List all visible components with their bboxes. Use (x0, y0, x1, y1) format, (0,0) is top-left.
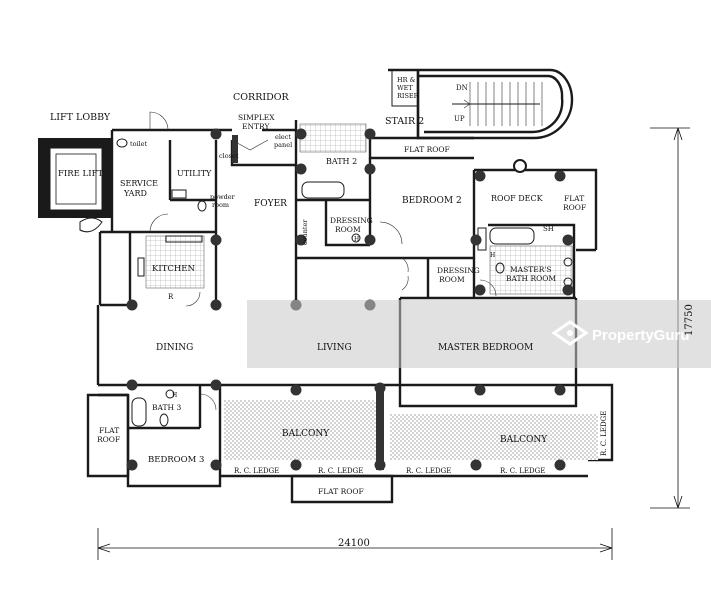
stair-2 (388, 68, 574, 140)
label-riser: RISER (397, 92, 420, 100)
label-utility: UTILITY (177, 169, 212, 178)
label-bath-3: BATH 3 (152, 403, 181, 412)
label-dressing-room: ROOM (335, 225, 361, 234)
propertyguru-logo-icon (551, 320, 589, 346)
label-stair-2: STAIR 2 (385, 116, 424, 127)
label-counter: counter (301, 219, 309, 245)
label-living: LIVING (317, 343, 352, 353)
label-bedroom-3: BEDROOM 3 (148, 455, 204, 465)
label-h-3: H (172, 392, 177, 399)
dimension-height: 17750 (684, 304, 695, 336)
label-panel: panel (274, 141, 292, 149)
label-room: room (212, 201, 229, 209)
label-dressing: DRESSING (330, 216, 373, 225)
label-hr: HR & (397, 76, 416, 84)
label-yard: YARD (123, 189, 147, 198)
label-dn: DN (456, 84, 468, 92)
fire-lift (38, 138, 112, 233)
label-roof-deck: ROOF DECK (491, 194, 544, 203)
label-powder: powder (210, 193, 236, 201)
label-master-bedroom: MASTER BEDROOM (438, 343, 533, 353)
label-h-1: H (354, 236, 359, 243)
dimension-width: 24100 (338, 538, 370, 549)
label-sh: SH (543, 225, 554, 233)
label-dressing-room-master: ROOM (439, 275, 465, 284)
label-simplex: SIMPLEX (238, 113, 275, 122)
label-entry: ENTRY (242, 122, 270, 131)
label-rc-ledge-3: R. C. LEDGE (406, 467, 451, 475)
label-toilet: toilet (130, 140, 148, 148)
watermark-brand: PropertyGuru (592, 327, 690, 344)
stair-treads (452, 82, 543, 126)
label-r: R (168, 293, 174, 301)
label-bath-2: BATH 2 (326, 157, 357, 166)
label-rc-ledge-2: R. C. LEDGE (318, 467, 363, 475)
label-h-2: H (490, 252, 495, 259)
label-masters: MASTER'S (510, 265, 552, 274)
label-dressing-master: DRESSING (437, 266, 480, 275)
label-wet: WET (397, 84, 413, 92)
label-closet: closet (219, 152, 239, 160)
label-balcony-left: BALCONY (282, 429, 330, 439)
fixtures (116, 138, 573, 427)
label-flat-roof-top: FLAT ROOF (404, 145, 450, 154)
label-flat-right: FLAT (564, 194, 584, 203)
structural-columns (126, 128, 574, 471)
label-service: SERVICE (120, 179, 158, 188)
textures (145, 123, 598, 460)
label-balcony-right: BALCONY (500, 435, 548, 445)
label-rc-ledge-4: R. C. LEDGE (500, 467, 545, 475)
label-kitchen: KITCHEN (152, 264, 195, 274)
label-flat-roof-bottom: FLAT ROOF (318, 487, 364, 496)
label-bedroom-2: BEDROOM 2 (402, 196, 462, 206)
label-dining: DINING (156, 343, 193, 353)
label-fire-lift: FIRE LIFT (58, 169, 103, 179)
room-labels: LIFT LOBBY CORRIDOR STAIR 2 HR & WET RIS… (50, 76, 608, 496)
propertyguru-watermark: PropertyGuru (247, 300, 711, 368)
label-up: UP (454, 115, 465, 123)
dimension-lines (97, 127, 690, 560)
label-elect: elect (275, 133, 291, 141)
label-foyer: FOYER (254, 199, 287, 209)
label-roof-left: ROOF (97, 435, 120, 444)
roof-deck-light (513, 159, 527, 173)
label-rc-ledge-1: R. C. LEDGE (234, 467, 279, 475)
label-corridor: CORRIDOR (233, 92, 290, 103)
label-bath-room: BATH ROOM (506, 274, 556, 283)
label-roof-right: ROOF (563, 203, 586, 212)
columns-strips (232, 135, 384, 470)
label-flat-left: FLAT (99, 426, 119, 435)
label-rc-ledge-5: R. C. LEDGE (600, 411, 608, 456)
label-lift-lobby: LIFT LOBBY (50, 112, 111, 123)
